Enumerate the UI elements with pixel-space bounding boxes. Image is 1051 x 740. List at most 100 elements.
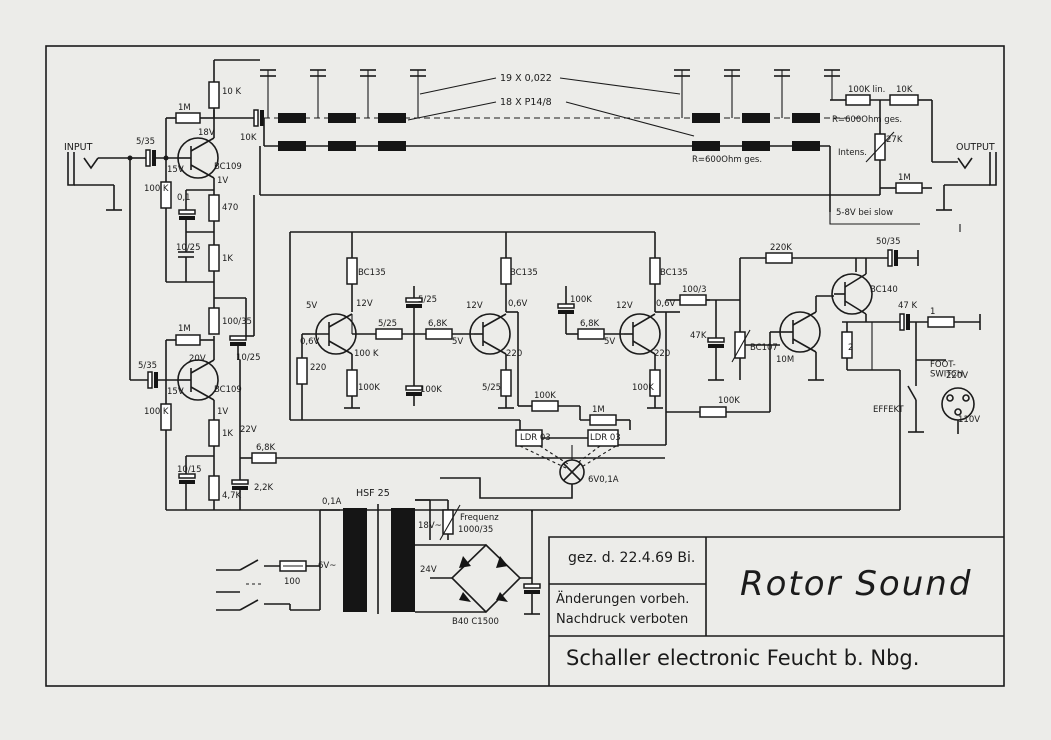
transistor-bc135-3 <box>619 313 661 355</box>
svg-text:LDR 03: LDR 03 <box>590 433 621 443</box>
drawing-border <box>45 45 1005 687</box>
note-changes-reserved: Änderungen vorbeh. <box>556 592 690 607</box>
svg-text:0,6V: 0,6V <box>508 299 528 309</box>
svg-text:1M: 1M <box>178 324 191 334</box>
resistor <box>175 112 201 124</box>
svg-text:0,1A: 0,1A <box>322 497 342 507</box>
svg-text:100K lin.: 100K lin. <box>848 85 885 95</box>
transformer-core-left <box>343 508 367 612</box>
svg-text:220: 220 <box>654 349 670 359</box>
resistor <box>208 194 220 222</box>
svg-text:5/25: 5/25 <box>418 295 437 305</box>
svg-text:R=600Ohm ges.: R=600Ohm ges. <box>832 115 902 125</box>
svg-text:15V: 15V <box>167 165 184 175</box>
transformer-core-right <box>391 508 415 612</box>
note-reprint-prohibited: Nachdruck verboten <box>556 612 689 627</box>
svg-text:10/25: 10/25 <box>236 353 261 363</box>
svg-text:100K: 100K <box>534 391 556 401</box>
bridge-label: B40 C1500 <box>452 617 499 627</box>
svg-text:47 K: 47 K <box>898 301 918 311</box>
coil-count-label: 18 X P14/8 <box>500 97 552 108</box>
cap-label: 5/35 <box>138 361 157 371</box>
transistor-label: BC109 <box>214 385 242 395</box>
svg-text:5/25: 5/25 <box>482 383 501 393</box>
resistor <box>208 307 220 335</box>
svg-text:100K: 100K <box>358 383 380 393</box>
svg-text:110V: 110V <box>958 415 980 425</box>
cap-label: 5/35 <box>136 137 155 147</box>
transistor-bc140 <box>831 273 873 315</box>
input-label: INPUT <box>64 142 93 153</box>
svg-text:6,8K: 6,8K <box>256 443 276 453</box>
svg-text:0,1: 0,1 <box>177 193 191 203</box>
svg-text:5/25: 5/25 <box>378 319 397 329</box>
svg-text:100: 100 <box>284 577 300 587</box>
svg-text:1: 1 <box>930 307 935 317</box>
resistor <box>927 316 955 328</box>
bridge-rectifier <box>450 543 522 614</box>
svg-text:2,2K: 2,2K <box>254 483 274 493</box>
svg-text:BC135: BC135 <box>660 268 688 278</box>
transistor-label: BC140 <box>870 285 898 295</box>
svg-text:1M: 1M <box>592 405 605 415</box>
svg-text:5V: 5V <box>604 337 615 347</box>
svg-text:20V: 20V <box>189 354 206 364</box>
svg-text:0,6V: 0,6V <box>656 299 676 309</box>
svg-text:100K: 100K <box>420 385 442 395</box>
svg-text:100K: 100K <box>632 383 654 393</box>
svg-text:6V0,1A: 6V0,1A <box>588 475 619 485</box>
resistor <box>296 357 308 385</box>
resistor <box>251 452 277 464</box>
svg-text:100K: 100K <box>718 396 740 406</box>
svg-text:10 K: 10 K <box>222 87 242 97</box>
resistor <box>375 328 403 340</box>
resistor <box>889 94 919 106</box>
svg-text:1V: 1V <box>217 407 228 417</box>
drawing-date: gez. d. 22.4.69 Bi. <box>568 550 696 566</box>
svg-text:18V~: 18V~ <box>418 521 442 531</box>
svg-text:100 K: 100 K <box>144 407 169 417</box>
resistor <box>531 400 559 412</box>
resistor <box>208 475 220 501</box>
company-name: Schaller electronic Feucht b. Nbg. <box>566 646 920 670</box>
svg-text:6,8K: 6,8K <box>580 319 600 329</box>
svg-text:Intens.: Intens. <box>838 148 867 158</box>
footswitch-label: FOOT-SWITCH <box>930 360 963 379</box>
svg-text:BC135: BC135 <box>510 268 538 278</box>
svg-text:220K: 220K <box>770 243 792 253</box>
svg-text:220: 220 <box>506 349 522 359</box>
resistor <box>208 81 220 109</box>
input-jack <box>67 152 130 211</box>
svg-text:10K: 10K <box>896 85 913 95</box>
transistor-bc135-2 <box>469 313 511 355</box>
resistor <box>679 294 707 306</box>
svg-text:1M: 1M <box>178 103 191 113</box>
resistor <box>346 257 358 285</box>
svg-text:100K: 100K <box>570 295 592 305</box>
svg-text:15V: 15V <box>167 387 184 397</box>
svg-text:1K: 1K <box>222 254 233 264</box>
transistor-label: 10M <box>776 355 794 365</box>
svg-text:5V: 5V <box>452 337 463 347</box>
svg-text:220: 220 <box>310 363 326 373</box>
svg-text:100 K: 100 K <box>354 349 379 359</box>
resistor <box>649 257 661 285</box>
drawing-title: Rotor Sound <box>740 564 973 604</box>
svg-text:12V: 12V <box>356 299 373 309</box>
svg-text:BC135: BC135 <box>358 268 386 278</box>
svg-text:2: 2 <box>848 343 853 353</box>
svg-text:1V: 1V <box>217 176 228 186</box>
transformer-label: HSF 25 <box>356 488 390 499</box>
svg-text:10/25: 10/25 <box>176 243 201 253</box>
svg-text:0,6V: 0,6V <box>300 337 320 347</box>
svg-text:6,8K: 6,8K <box>428 319 448 329</box>
svg-text:220V: 220V <box>946 371 968 381</box>
resistor <box>589 414 617 426</box>
resistor <box>175 334 201 346</box>
transistor-label: 5V <box>306 301 317 311</box>
capacitor-count-label: 19 X 0,022 <box>500 73 552 84</box>
resistor <box>500 369 512 397</box>
svg-text:10K: 10K <box>240 133 257 143</box>
svg-text:LDR 03: LDR 03 <box>520 433 551 443</box>
svg-text:100 K: 100 K <box>144 184 169 194</box>
